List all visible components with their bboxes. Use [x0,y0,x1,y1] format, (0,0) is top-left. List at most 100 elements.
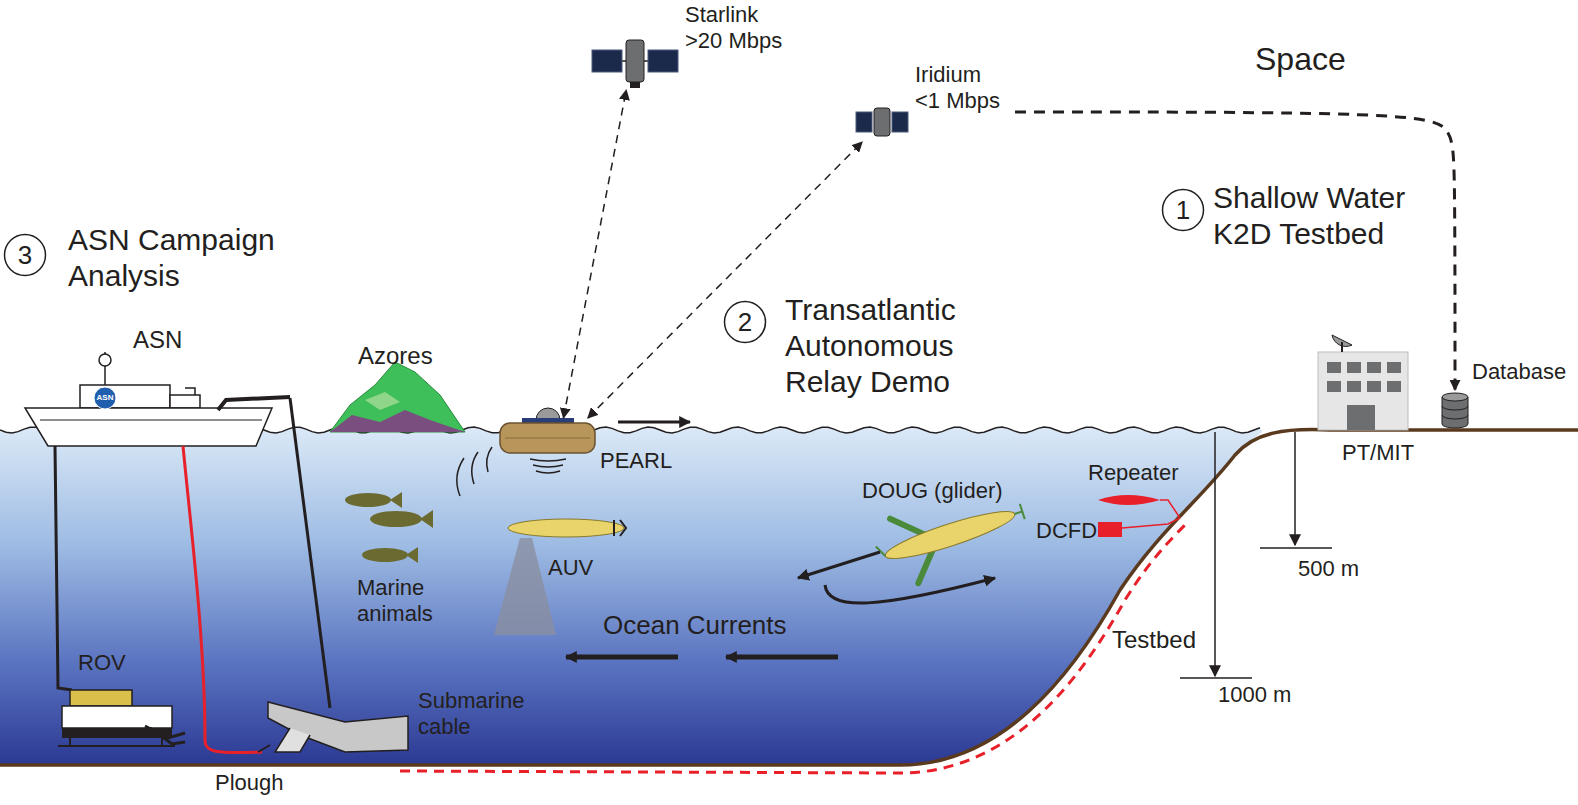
repeater-dcfd [1098,495,1180,537]
building-part [1347,405,1375,430]
submarine-cable [400,522,1188,773]
satellites-part [874,108,890,136]
link-connector [1015,112,1455,390]
marine-animals-part [390,492,402,508]
building-part [1347,362,1361,373]
database-node: Database [1440,390,1470,430]
node-label: Shallow Water K2D Testbed [1213,180,1443,252]
ocean-current-arrows-part [566,655,678,660]
callout-number: 3 [3,233,47,277]
callout-node: 1Shallow Water K2D Testbed [1161,188,1205,232]
database-cylinder-part [1442,397,1468,428]
building-part [1327,362,1401,430]
building [1318,335,1408,430]
depth-markers [1180,432,1332,678]
region-label: Testbed [1112,626,1196,655]
ship-cables-part [55,446,72,690]
azores-island [330,362,465,432]
satellite-node: Starlink >20 Mbps [585,2,801,90]
building-part [1327,381,1341,392]
plough-part [268,702,408,752]
satellites [592,40,908,136]
ship [25,352,290,446]
depth-markers-part [1260,547,1332,549]
depth-markers-part [1214,432,1216,676]
part-name: Submarine cable [418,688,540,741]
callout-number: 1 [1161,188,1205,232]
depth-markers-part [1180,677,1252,679]
glider-path [798,552,995,603]
plough [258,702,408,752]
vehicle-name: DOUG (glider) [862,478,1003,504]
plough-part [275,728,310,752]
part-name: DCFD [1036,518,1097,544]
rov-part [145,726,185,744]
depth-label: 500 m [1298,556,1359,582]
part-name: Marine animals [357,575,467,628]
depth-markers-part [1294,432,1296,545]
pearl-buoy-part [457,447,492,496]
satellites-part [856,112,872,132]
ocean-current-arrows [566,655,838,660]
submarine-cable-part [400,522,1188,773]
ship-part [25,408,272,446]
plough-part [258,745,270,752]
auv-part [614,520,626,536]
pearl-buoy-part [618,421,690,424]
auv-part [494,538,556,635]
vehicle-name: AUV [548,555,593,581]
ocean-current-arrows-part [726,655,838,660]
node-label: Transatlantic Autonomous Relay Demo [785,292,985,400]
ship-cables-part [183,446,262,753]
rov [58,690,185,746]
marine-animals [345,492,433,563]
pearl-buoy-part [500,423,595,453]
azores-island-part [330,362,465,432]
building-part [1367,362,1381,373]
logo-text: ASN [93,393,117,403]
auv-part [508,519,624,537]
marine-animals-part [362,548,408,562]
satellites-part [648,50,678,72]
satellites-part [892,112,908,132]
building-part [1367,381,1381,392]
flow-label: Ocean Currents [603,610,787,641]
repeater-dcfd-part [1098,522,1122,537]
ship-part [185,388,195,395]
glider-part [876,500,1025,565]
site-name: PT/MIT [1342,440,1414,466]
ship-cables [55,398,330,753]
ship-part [94,387,116,409]
satellites-part [592,50,622,72]
glider-path-part [825,578,995,603]
rov-part [58,738,175,746]
database-cylinder-part [1442,406,1468,419]
ship-part [218,397,290,410]
part-name: Repeater [1088,460,1179,486]
buoy-node: PEARL [500,418,595,454]
pearl-buoy-part [505,438,590,439]
callout-number: 2 [723,300,767,344]
azores-island-part [330,410,465,432]
rov-part [70,690,132,706]
building-part [1387,381,1401,392]
node-label: Starlink >20 Mbps [685,2,795,55]
ship-cables-part [290,398,330,708]
vehicle-name: ROV [78,650,126,676]
building-part [1341,342,1343,352]
building-part [1327,362,1341,373]
callout-node: 2Transatlantic Autonomous Relay Demo [723,300,767,344]
azores-island-part [365,392,400,410]
ship-part [80,385,170,408]
pearl-buoy-part [530,459,566,473]
marine-animals-part [370,511,422,527]
marine-animals-part [420,510,433,528]
marine-animals-part [345,493,391,507]
database-cylinder-part [1442,393,1468,401]
link-connector [563,90,626,418]
ship-name: ASN [133,326,182,355]
repeater-dcfd-part [1122,500,1180,528]
part-name: Plough [215,770,284,796]
